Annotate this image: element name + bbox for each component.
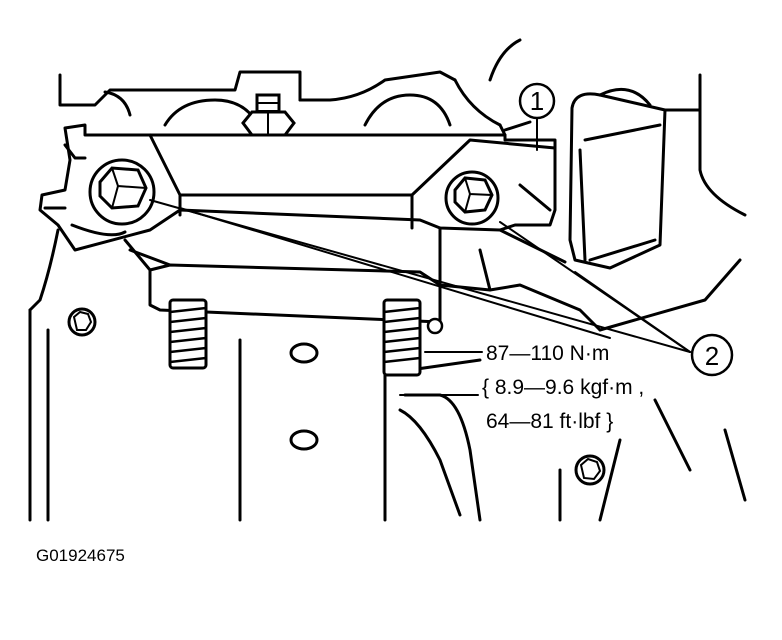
- torque-spec: 87—110 N·m { 8.9—9.6 kgf·m , 64—81 ft·lb…: [482, 342, 644, 433]
- callout-1-number: 1: [530, 86, 544, 116]
- mount-lower-block: [123, 226, 602, 332]
- left-hex-bolt: [88, 158, 156, 226]
- callout-part-1: 1: [518, 82, 556, 151]
- background-bolts-holes: [67, 307, 606, 486]
- mount-bracket: [38, 120, 557, 252]
- right-threaded-stud: [382, 298, 422, 377]
- figure-id: G01924675: [36, 546, 125, 565]
- torque-spec-kgfm: { 8.9—9.6 kgf·m ,: [482, 376, 644, 399]
- callout-part-2: 2: [149, 199, 734, 377]
- callout-2-number: 2: [705, 341, 719, 371]
- torque-spec-ftlbf: 64—81 ft·lbf }: [486, 410, 613, 433]
- engine-background-contours: [28, 38, 747, 522]
- left-threaded-stud: [168, 298, 208, 370]
- torque-spec-nm: 87—110 N·m: [486, 342, 609, 365]
- right-hex-bolt: [444, 170, 500, 226]
- torque-leader: [399, 351, 483, 396]
- side-hook-part: [568, 87, 667, 270]
